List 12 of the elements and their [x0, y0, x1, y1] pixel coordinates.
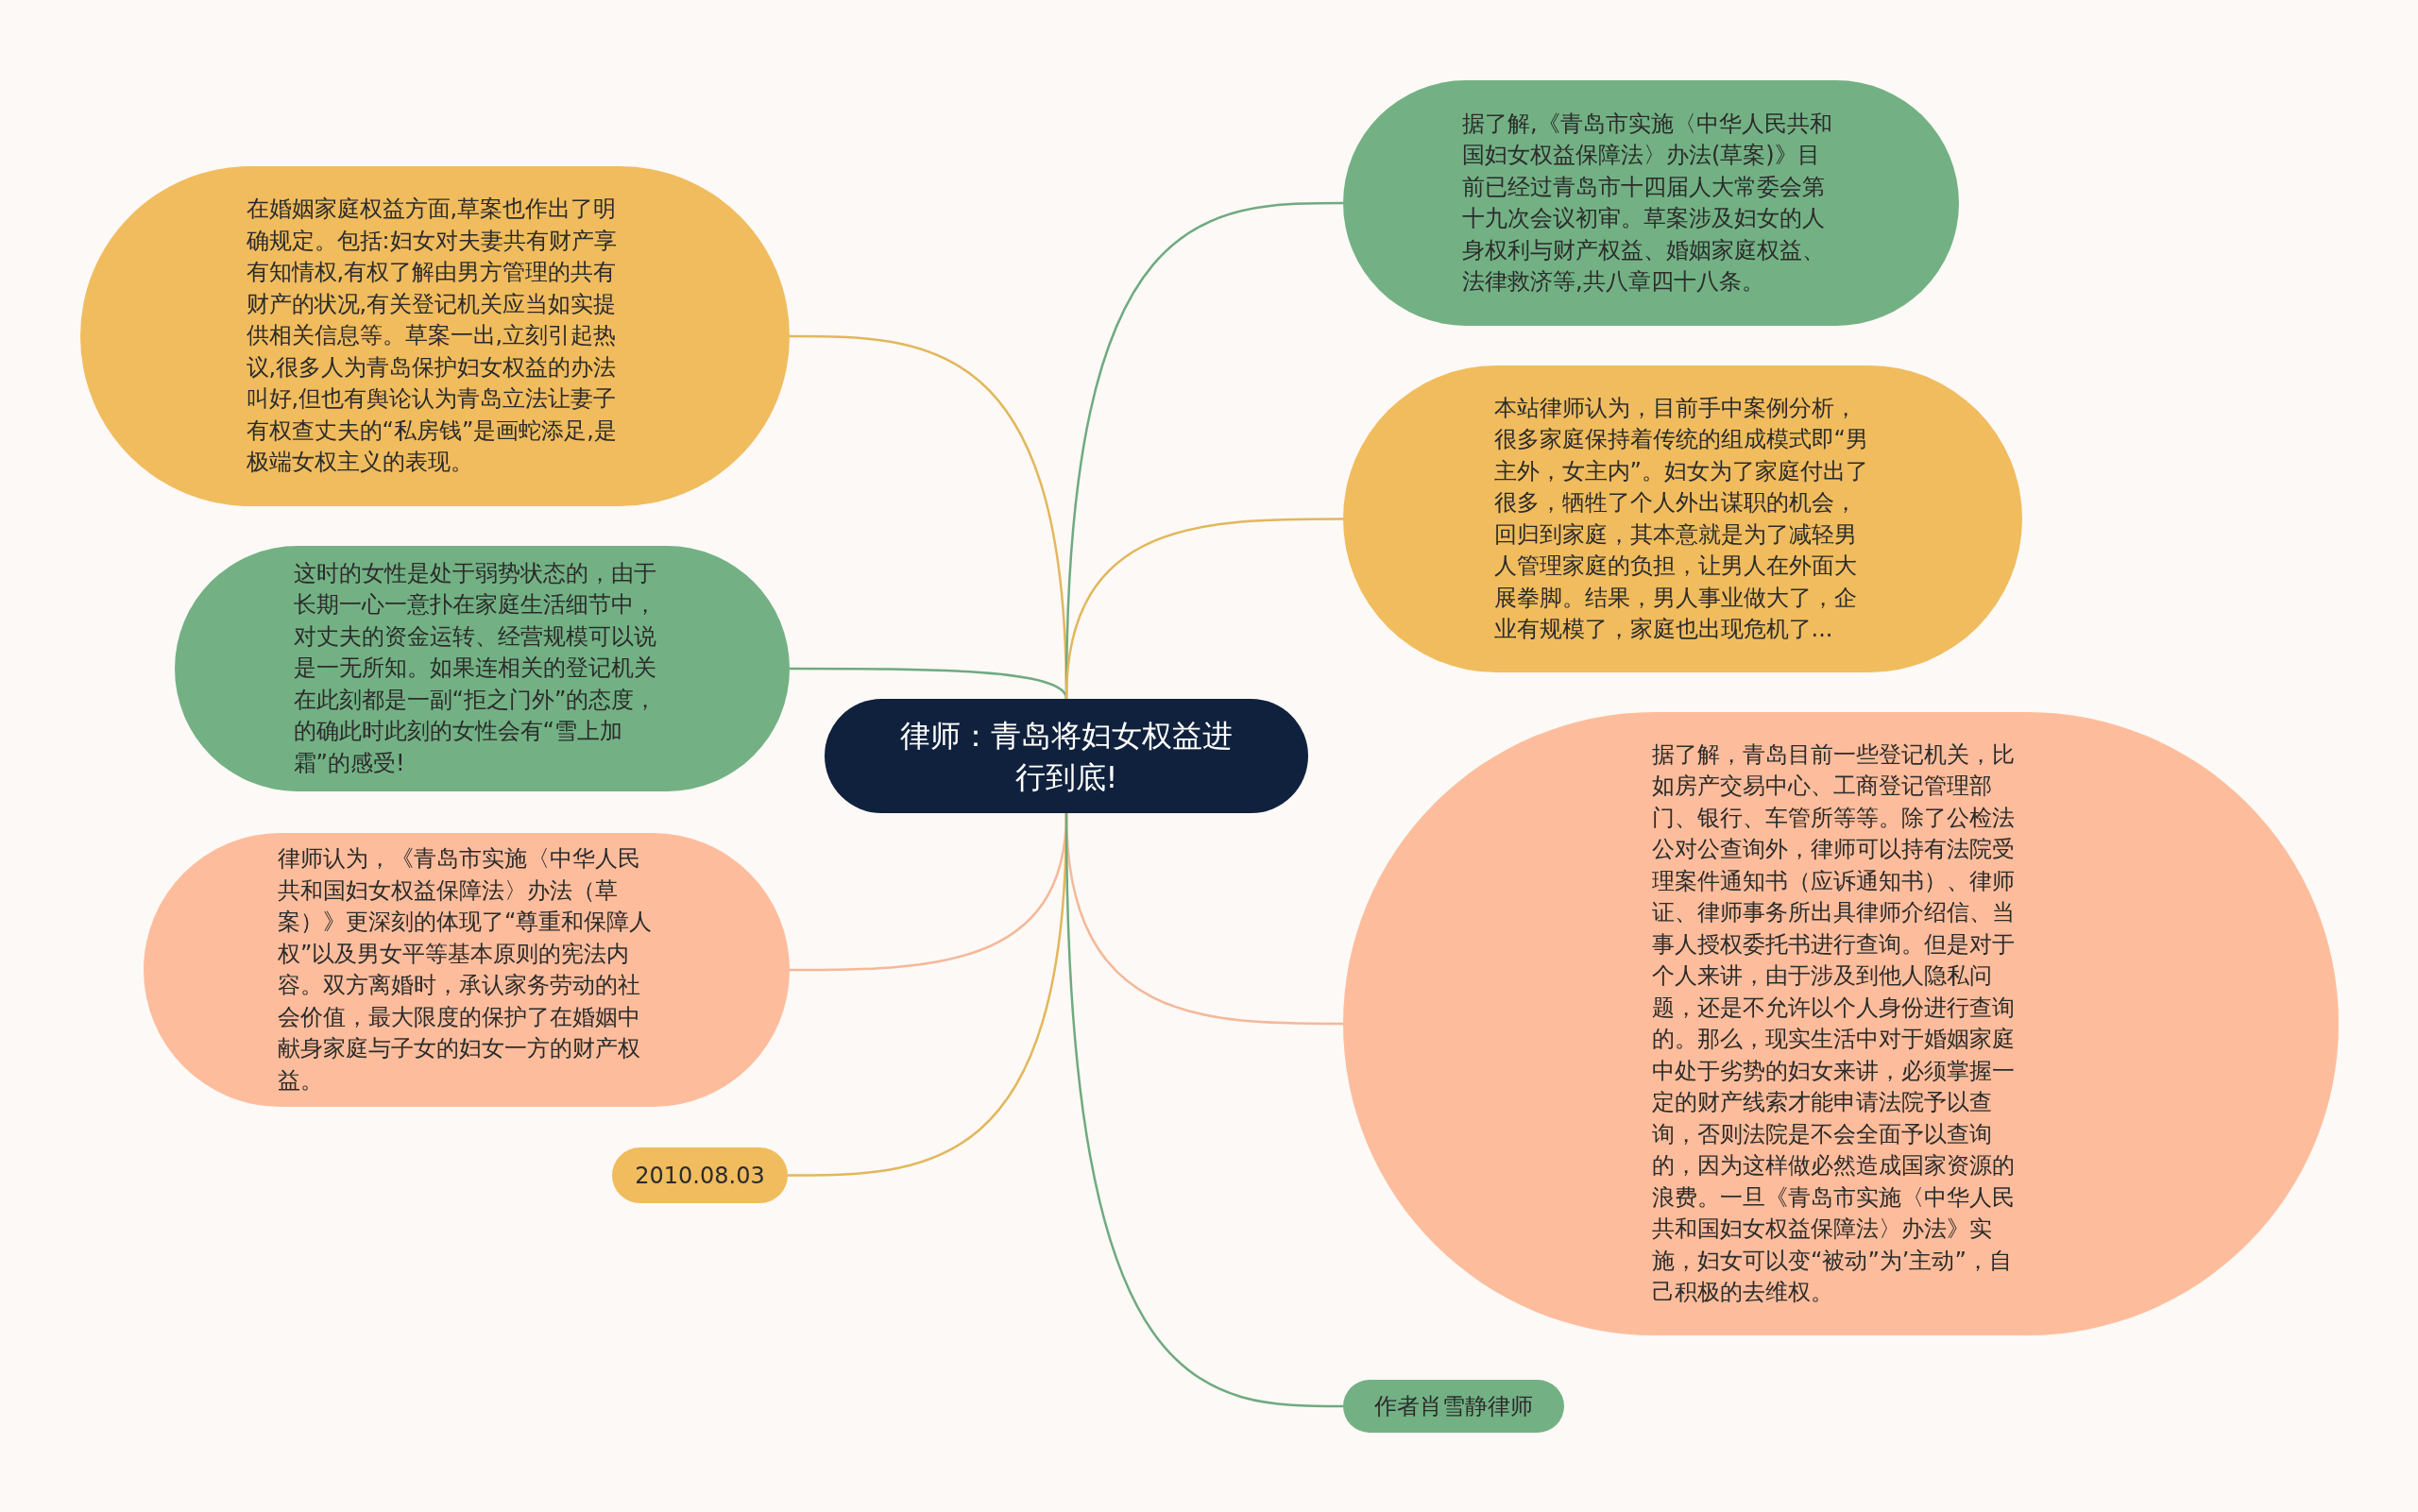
topic-bubble: 在婚姻家庭权益方面,草案也作出了明确规定。包括:妇女对夫妻共有财产享有知情权,有权了解由男方管理的共有财产的状况,有关登记机关应当如实提供相关信息等。草案一出,立刻引起热议,很多人为青岛保护妇女权益的办法叫好,但也有舆论认为青岛立法让妻子有权查丈夫的“私房钱”是画蛇添足,是极端女权主义的表现。: [80, 166, 790, 506]
topic-bubble: 这时的女性是处于弱势状态的，由于长期一心一意扑在家庭生活细节中，对丈夫的资金运转、经营规模可以说是一无所知。如果连相关的登记机关在此刻都是一副“拒之门外”的态度，的确此时此刻的女性会有“雪上加霜”的感受!: [175, 546, 790, 791]
topic-bubble: 律师认为，《青岛市实施〈中华人民共和国妇女权益保障法〉办法（草案）》更深刻的体现了“尊重和保障人权”以及男女平等基本原则的宪法内容。双方离婚时，承认家务劳动的社会价值，最大限度的保护了在婚姻中献身家庭与子女的妇女一方的财产权益。: [144, 833, 790, 1107]
connector-line: [1064, 518, 1343, 700]
topic-bubble: 据了解,《青岛市实施〈中华人民共和国妇女权益保障法〉办法(草案)》目前已经过青岛市十四届人大常委会第十九次会议初审。草案涉及妇女的人身权利与财产权益、婚姻家庭权益、法律救济等,共八章四十八条。: [1343, 80, 1959, 326]
author-tag: 作者肖雪静律师: [1343, 1380, 1564, 1433]
topic-bubble: 据了解，青岛目前一些登记机关，比如房产交易中心、工商登记管理部门、银行、车管所等等。除了公检法公对公查询外，律师可以持有法院受理案件通知书（应诉通知书）、律师证、律师事务所出具律师介绍信、当事人授权委托书进行查询。但是对于个人来讲，由于涉及到他人隐私问题，还是不允许以个人身份进行查询的。那么，现实生活中对于婚姻家庭中处于劣势的妇女来讲，必须掌握一定的财产线索才能申请法院予以查询，否则法院是不会全面予以查询的，因为这样做必然造成国家资源的浪费。一旦《青岛市实施〈中华人民共和国妇女权益保障法〉办法》实施，妇女可以变“被动”为’主动”，自己积极的去维权。: [1343, 712, 2339, 1335]
central-topic-box: 律师：青岛将妇女权益进行到底!: [825, 699, 1308, 813]
topic-bubble: 本站律师认为，目前手中案例分析，很多家庭保持着传统的组成模式即“男主外，女主内”。妇女为了家庭付出了很多，牺牲了个人外出谋职的机会，回归到家庭，其本意就是为了减轻男人管理家庭的负担，让男人在外面大展拳脚。结果，男人事业做大了，企业有规模了，家庭也出现危机了...: [1343, 365, 2022, 672]
connector-line: [1064, 812, 1343, 1408]
connector-line: [790, 667, 1068, 700]
date-tag: 2010.08.03: [612, 1147, 788, 1203]
